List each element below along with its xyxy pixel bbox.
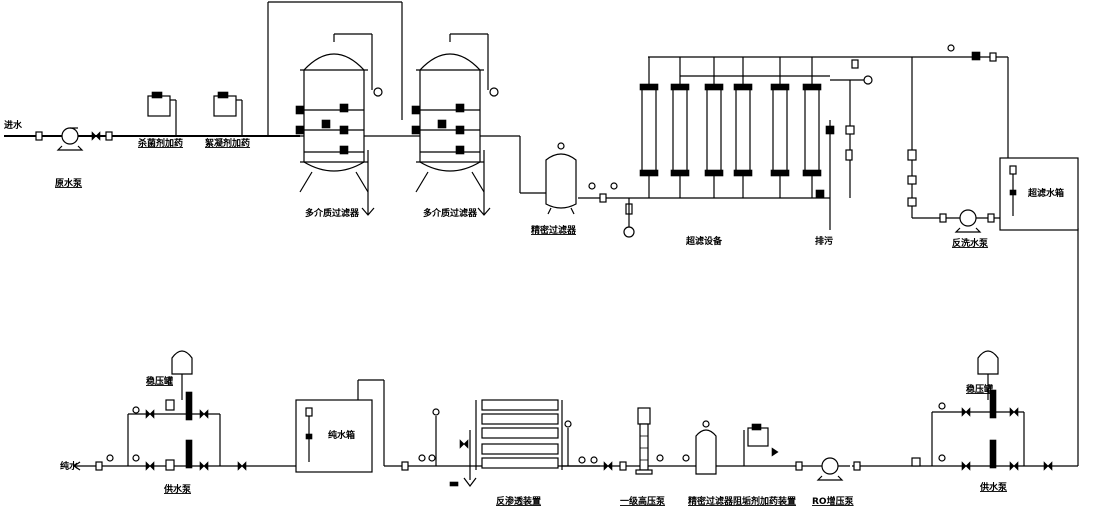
- pure-water-tank[interactable]: [295, 399, 373, 473]
- mmf-bypass-pipe: [267, 1, 403, 136]
- uf-membrane-6: [802, 57, 822, 198]
- ro-inlet-instruments[interactable]: [401, 408, 440, 471]
- ro-unit[interactable]: [449, 399, 600, 487]
- flocculant-dosing-label: 絮凝剂加药: [205, 137, 250, 149]
- mmf-1-label: 多介质过滤器: [305, 207, 360, 219]
- mmf-1-vessel[interactable]: [295, 33, 383, 216]
- uf-membrane-3: [704, 57, 724, 198]
- right-pressure-tank[interactable]: [977, 350, 999, 400]
- ro-booster-pump-icon[interactable]: [795, 457, 861, 481]
- right-supply-pumps[interactable]: [911, 389, 1053, 471]
- precision-filter-1-vessel[interactable]: [545, 142, 577, 215]
- sterilant-dosing-label: 杀菌剂加药: [138, 137, 183, 149]
- sterilant-dosing-icon[interactable]: [147, 91, 177, 136]
- ro-booster-pump-label: RO增压泵: [812, 495, 855, 507]
- pressure-tank-right-label: 稳压罐: [966, 383, 993, 395]
- inlet-valve-icon[interactable]: [35, 131, 113, 141]
- ro-unit-label: 反渗透装置: [496, 495, 541, 507]
- hp-pump-icon[interactable]: [603, 407, 664, 475]
- left-pressure-tank[interactable]: [171, 350, 193, 400]
- inlet-label: 进水: [4, 119, 23, 131]
- raw-pump-icon[interactable]: [56, 127, 84, 151]
- backwash-pump-label: 反洗水泵: [952, 237, 989, 249]
- left-supply-pumps[interactable]: [95, 391, 247, 471]
- uf-membrane-5: [770, 57, 790, 198]
- precision-filter-2-vessel[interactable]: [682, 420, 717, 475]
- supply-pump-right-label: 供水泵: [979, 481, 1008, 493]
- backwash-pump-icon[interactable]: [939, 209, 995, 233]
- supply-pump-left-label: 供水泵: [163, 483, 192, 495]
- mmf-2-label: 多介质过滤器: [423, 207, 478, 219]
- pure-water-outlet-label: 纯水: [60, 460, 79, 472]
- hp-pump-label: 一级高压泵: [620, 495, 666, 507]
- uf-membrane-array[interactable]: [639, 57, 830, 198]
- uf-tank-label: 超滤水箱: [1027, 187, 1064, 199]
- drain-label: 排污: [815, 235, 833, 247]
- uf-water-tank[interactable]: [999, 157, 1079, 231]
- precision-filter-2-label: 精密过滤器: [688, 495, 734, 507]
- mmf-2-vessel[interactable]: [411, 33, 499, 216]
- uf-membrane-1: [639, 57, 659, 198]
- pure-water-outlet-arrow: [72, 461, 81, 471]
- antiscalant-dosing-label: 阻垢剂加药装置: [733, 495, 796, 507]
- uf-membrane-4: [733, 57, 753, 198]
- precision-filter-1-label: 精密过滤器: [531, 224, 577, 236]
- raw-pump-label: 原水泵: [55, 177, 83, 189]
- uf-equipment-label: 超滤设备: [685, 235, 723, 247]
- uf-membrane-2: [670, 57, 690, 198]
- flocculant-dosing-icon[interactable]: [213, 91, 243, 136]
- uf-tank-inlet-instruments[interactable]: [907, 44, 997, 207]
- pure-water-tank-label: 纯水箱: [328, 429, 355, 441]
- pressure-tank-left-label: 稳压罐: [146, 375, 173, 387]
- uf-control-valves[interactable]: [815, 59, 873, 199]
- antiscalant-dosing-icon[interactable]: [743, 423, 779, 466]
- pf1-outlet-instruments[interactable]: [588, 182, 635, 238]
